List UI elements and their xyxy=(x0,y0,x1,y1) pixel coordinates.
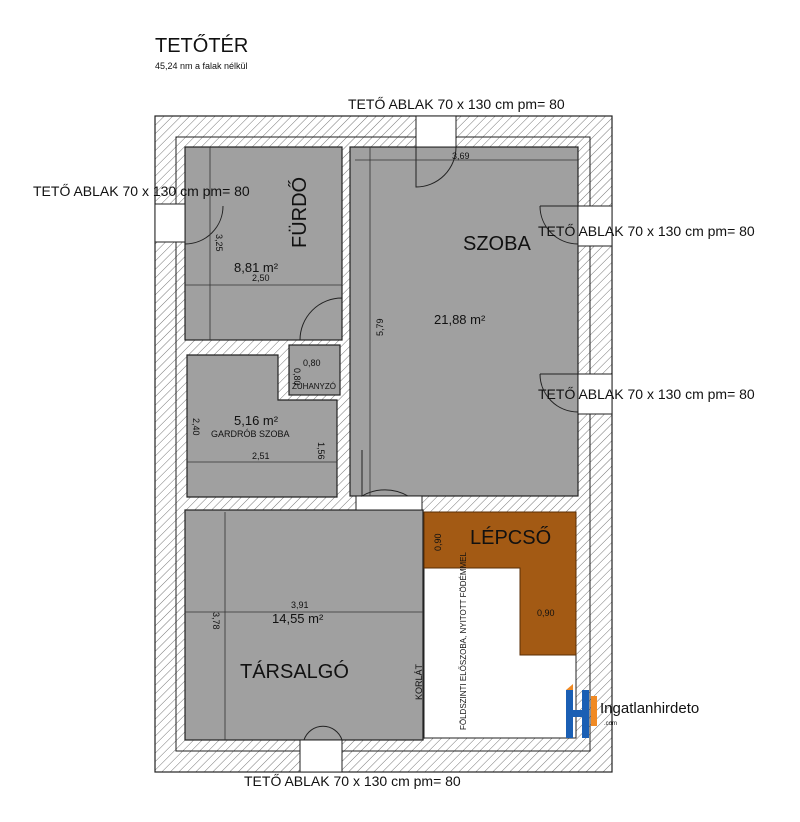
room-name-zuhanyzo: ZUHANYZÓ xyxy=(292,382,336,391)
room-area-furdo: 8,81 m² xyxy=(234,260,279,275)
railing-label: KORLÁT xyxy=(414,663,424,700)
door-swing xyxy=(303,725,343,741)
window-left xyxy=(154,203,186,243)
plan-subtitle: 45,24 nm a falak nélkül xyxy=(155,61,248,71)
dim-label: 5,79 xyxy=(375,318,385,336)
room-name-tarsalgo: TÁRSALGÓ xyxy=(240,660,349,683)
window-label-right-lower: TETŐ ABLAK 70 x 130 cm pm= 80 xyxy=(538,386,755,402)
door-swing xyxy=(539,205,579,245)
room-area-gardrob: 5,16 m² xyxy=(234,413,279,428)
window-label-bottom: TETŐ ABLAK 70 x 130 cm pm= 80 xyxy=(244,773,461,789)
logo-mark xyxy=(566,684,573,690)
door-swing xyxy=(299,297,343,341)
room-szoba xyxy=(349,146,579,497)
door-swing xyxy=(361,450,409,497)
logo-mark xyxy=(591,696,597,726)
dim-label: 3,78 xyxy=(211,612,221,630)
logo-text: Ingatlanhirdeto xyxy=(600,700,699,717)
staircase xyxy=(423,511,577,656)
window-label-left: TETŐ ABLAK 70 x 130 cm pm= 80 xyxy=(33,183,250,199)
logo-mark xyxy=(566,710,589,717)
room-gardrob xyxy=(186,354,338,498)
room-name-furdo: FÜRDŐ xyxy=(288,177,311,248)
window-label-right-upper: TETŐ ABLAK 70 x 130 cm pm= 80 xyxy=(538,223,755,239)
logo: Ingatlanhirdeto .com xyxy=(566,684,699,738)
void-label: FÖLDSZINTI ELŐSZOBA, NYITOTT FÖDÉMMEL xyxy=(459,552,468,731)
doorway-szoba xyxy=(355,495,423,511)
room-name-lepcso: LÉPCSŐ xyxy=(470,526,551,549)
room-name-gardrob: GARDRÓB SZOBA xyxy=(211,429,290,439)
door-swing xyxy=(539,373,579,413)
dim-label: 2,40 xyxy=(191,418,201,436)
dim-label: 0,80 xyxy=(292,368,302,386)
dim-label: 3,25 xyxy=(214,234,224,252)
room-zuhanyzo xyxy=(288,344,341,396)
dim-label: 0,80 xyxy=(303,358,321,368)
dim-label: 2,51 xyxy=(252,451,270,461)
window-top xyxy=(415,115,457,148)
logo-sub: .com xyxy=(604,721,617,727)
room-name-szoba: SZOBA xyxy=(463,233,531,255)
window-label-top: TETŐ ABLAK 70 x 130 cm pm= 80 xyxy=(348,96,565,112)
room-area-tarsalgo: 14,55 m² xyxy=(272,611,324,626)
dim-label: 3,69 xyxy=(452,151,470,161)
window-bottom xyxy=(299,739,343,773)
room-furdo xyxy=(184,146,343,341)
plan-title: TETŐTÉR xyxy=(155,34,248,57)
dim-label: 3,91 xyxy=(291,600,309,610)
dim-label: 0,90 xyxy=(433,533,443,551)
dim-label: 1,56 xyxy=(316,442,326,460)
room-area-szoba: 21,88 m² xyxy=(434,312,486,327)
dim-label: 2,50 xyxy=(252,273,270,283)
door-swing xyxy=(415,146,457,188)
dim-label: 0,90 xyxy=(537,608,555,618)
